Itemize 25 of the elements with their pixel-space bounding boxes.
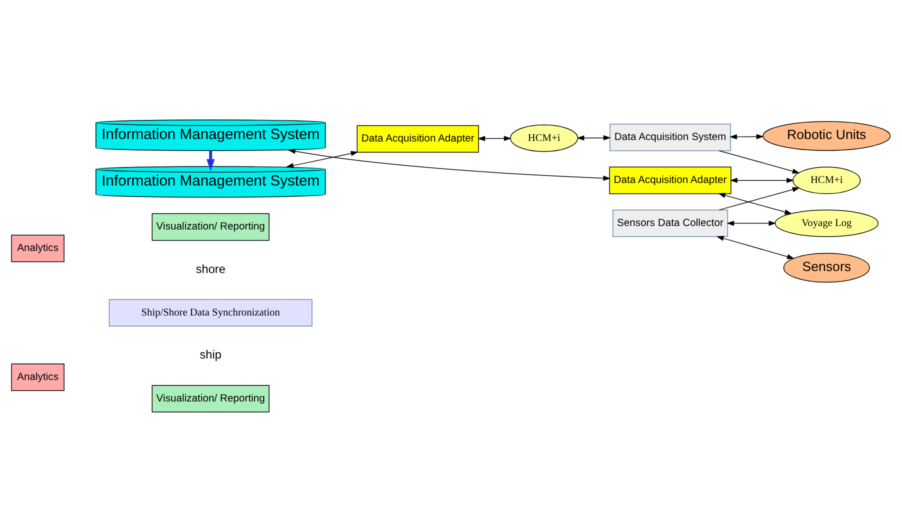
arrow bbox=[288, 148, 611, 180]
node-box: Data Acquisition Adapter bbox=[609, 166, 732, 194]
node-ellipse: Robotic Units bbox=[762, 120, 891, 150]
arrow bbox=[718, 192, 792, 214]
arrow bbox=[730, 134, 764, 139]
node-box: Visualization/ Reporting bbox=[152, 384, 270, 412]
arrow bbox=[716, 235, 795, 259]
node-box: Data Acquisition System bbox=[610, 123, 731, 151]
node-box: Data Acquisition Adapter bbox=[356, 124, 479, 152]
node-box: Ship/Shore Data Synchronization bbox=[108, 298, 312, 326]
arrow bbox=[576, 134, 611, 140]
arrow bbox=[726, 220, 776, 226]
node-box: Sensors Data Collector bbox=[612, 209, 728, 236]
label: ship bbox=[200, 347, 222, 362]
arrow bbox=[206, 150, 215, 171]
arrow bbox=[286, 150, 358, 168]
label: shore bbox=[196, 261, 226, 276]
arrow bbox=[478, 135, 512, 141]
node-box: Visualization/ Reporting bbox=[152, 212, 270, 240]
arrow bbox=[718, 150, 800, 174]
node-ellipse: HCM+i bbox=[510, 124, 578, 152]
arrow bbox=[730, 177, 794, 182]
node-box: Analytics bbox=[11, 363, 64, 390]
node-box: Analytics bbox=[11, 234, 64, 262]
arrow bbox=[718, 186, 800, 210]
